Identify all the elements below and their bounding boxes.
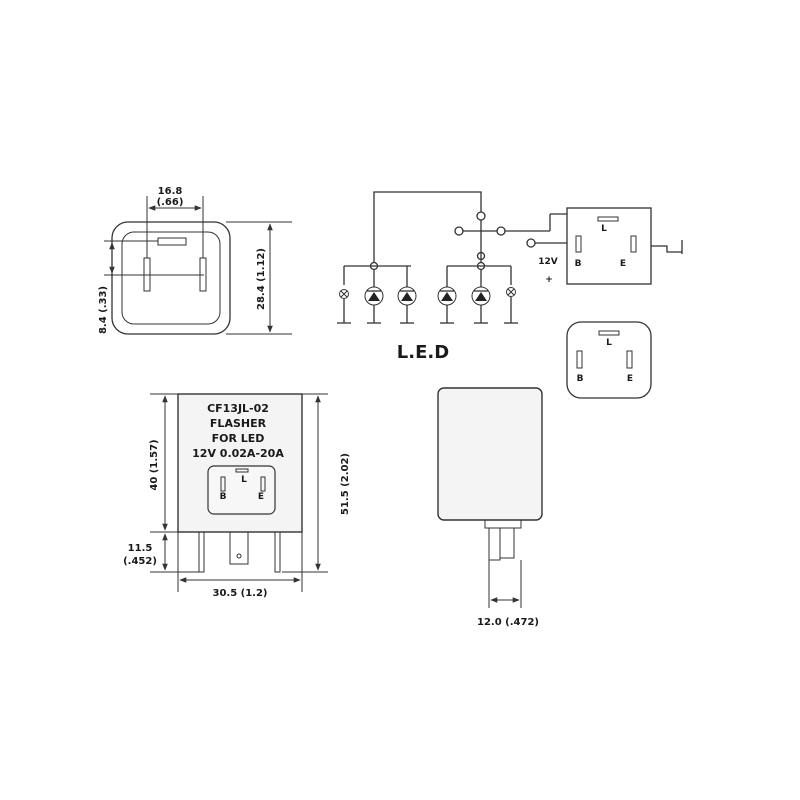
top-view-width-dim: 16.8 [158,186,183,197]
circuit-polarity: + [545,275,553,285]
left-junction [369,261,379,271]
lamp-icon [339,289,349,299]
front-pin-dim-in: (.452) [123,556,157,567]
front-label-line-4: 12V 0.02A-20A [192,447,284,460]
lamp-icon [506,287,516,297]
led-diode-icon [471,286,491,306]
switch-pivot [476,211,486,221]
top-view-width-dim-in: (.66) [157,197,184,208]
pin-view-body [566,321,652,399]
front-pin-b: B [220,492,227,502]
battery-terminal [526,238,536,248]
front-pin-right [274,531,281,573]
front-pin-center [229,531,249,565]
front-view: CF13JL-02 FLASHER FOR LED 12V 0.02A-20A … [123,393,351,599]
front-height-dim: 40 (1.57) [149,439,160,490]
front-label-line-3: FOR LED [212,432,265,445]
side-depth-dim: 12.0 (.472) [477,617,539,628]
front-label-line-2: FLASHER [210,417,267,430]
feed-wire [373,191,482,262]
front-pin-dim: 11.5 [128,543,153,554]
circuit-voltage: 12V [538,257,558,267]
led-circuit: L.E.D L B E 12V + [337,191,683,363]
top-view-offset-dim: 8.4 (.33) [98,286,109,334]
led-diode-icon [397,286,417,306]
front-pin-e: E [258,492,264,502]
circuit-flasher-box [566,207,652,285]
top-view-outer-body [111,221,231,335]
side-view-tab [484,519,522,529]
led-diode-icon [364,286,384,306]
top-view-inner-body [121,231,221,325]
front-pin-left [198,531,205,573]
led-diode-icon [437,286,457,306]
pin-view-pin-l: L [606,338,612,348]
top-view-height-dim: 28.4 (1.12) [256,248,267,310]
right-junction [476,261,486,271]
top-view: 16.8 (.66) 28.4 (1.12) 8.4 (.33) [98,186,292,335]
side-view-pin [488,527,501,561]
switch-contact-left [454,226,464,236]
side-view-body [437,387,543,521]
side-view: 12.0 (.472) [437,387,543,628]
switch-contact-right [496,226,506,236]
top-view-l-terminal [157,237,187,246]
pin-view-pin-e: E [627,374,633,384]
pin-view: L B E [566,321,652,399]
front-pin-l: L [241,475,247,485]
pin-view-pin-b: B [577,374,584,384]
front-label-line-1: CF13JL-02 [207,402,269,415]
circuit-pin-e: E [620,259,626,269]
front-width-dim: 30.5 (1.2) [212,588,267,599]
circuit-pin-l: L [601,224,607,234]
circuit-pin-b: B [575,259,582,269]
circuit-title: L.E.D [397,342,449,363]
front-total-height-dim: 51.5 (2.02) [340,453,351,515]
